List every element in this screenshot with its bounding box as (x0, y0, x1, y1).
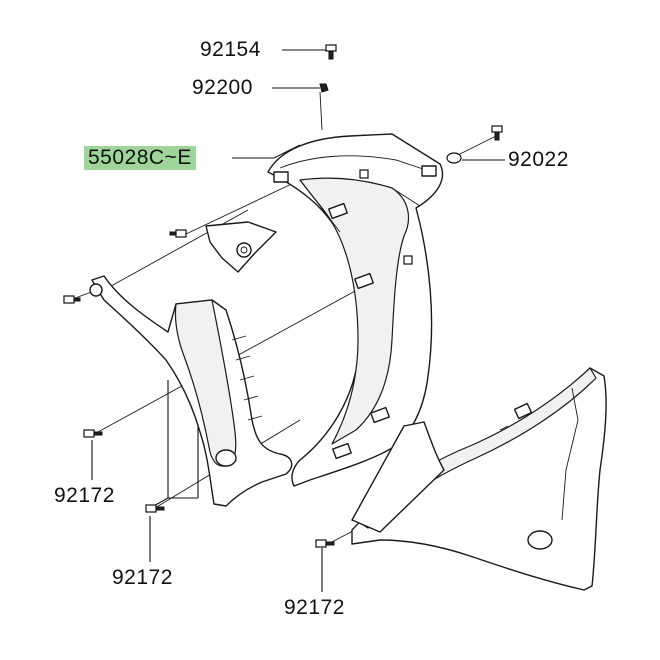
fasteners (63, 44, 503, 548)
cowl-tab-4 (332, 442, 352, 460)
right-panel-duct (351, 421, 445, 533)
screw-92154-icon (325, 44, 337, 60)
label-92022: 92022 (508, 148, 569, 171)
left-panel-ribs (231, 335, 263, 421)
upper-cowl (267, 133, 444, 487)
left-panel-boss (215, 449, 237, 467)
screw-right-of-cowl-icon (403, 255, 413, 265)
cowl-tab-6 (273, 171, 289, 183)
bracket-grommet-inner (240, 246, 248, 254)
label-92172-mid: 92172 (112, 566, 173, 589)
nut-92200-icon (319, 83, 329, 93)
upper-cowl-edge-line (299, 179, 421, 233)
screw-92022-icon (446, 125, 503, 164)
cowl-tab-2 (354, 272, 374, 290)
cowl-tab-1 (328, 202, 348, 220)
assembly-line-7 (319, 91, 323, 131)
screw-far-left-icon (63, 295, 81, 304)
screw-left-92172-icon (83, 429, 103, 438)
left-panel-outer (91, 275, 293, 507)
label-92172-bottom: 92172 (284, 596, 345, 619)
screw-mid-92172-icon (145, 504, 165, 513)
cowl-tab-5 (421, 165, 437, 177)
label-55028: 55028C~E (84, 146, 196, 170)
right-panel-boss (527, 530, 553, 550)
upper-cowl-ridge (279, 155, 433, 173)
upper-cowl-inner-panel (299, 177, 410, 445)
screw-cowl-top-icon (359, 169, 369, 179)
screw-upper-left-icon (169, 229, 187, 238)
left-panel-inner (174, 299, 237, 467)
screw-bottom-92172-icon (315, 539, 335, 548)
label-92172-left: 92172 (54, 484, 115, 507)
left-panel-clip (89, 283, 103, 297)
left-inner-panel (89, 275, 293, 507)
cowl-tab-3 (370, 406, 390, 424)
right-panel-tab (513, 402, 533, 420)
assembly-line-2 (103, 209, 249, 291)
right-lower-panel (351, 367, 607, 591)
bracket-grommet (236, 242, 252, 258)
assembly-line-1 (185, 179, 301, 235)
label-92200: 92200 (192, 76, 253, 99)
small-bracket (205, 221, 277, 273)
label-92154: 92154 (200, 38, 261, 61)
